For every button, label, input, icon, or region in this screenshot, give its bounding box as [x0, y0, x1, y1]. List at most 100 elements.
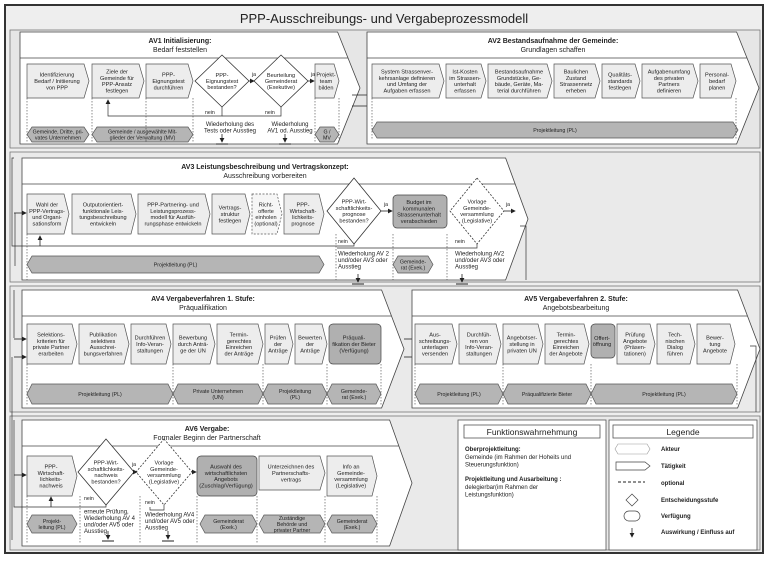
activity-label-line: Angebotser-: [507, 336, 538, 342]
actor-label-line: Projektleitung: [279, 389, 311, 395]
activity-node: [458, 323, 502, 365]
activity-label-line: Wirtschaft-: [290, 209, 317, 215]
edge-label-nein: nein: [84, 496, 94, 502]
activity-label-line: sationsform: [33, 222, 62, 228]
activity-label-line: Dialog: [667, 345, 683, 351]
activity-label-line: Partnerschafts-: [272, 471, 310, 477]
actor-label-line: Gemeinde / ausgewählte Mit-: [108, 130, 177, 136]
activity-label-line: (Verfügung): [339, 348, 368, 354]
no-loop-line: [107, 100, 223, 117]
activity-label-line: System Strassenver-: [381, 69, 433, 75]
activity-label-line: tung: [710, 342, 721, 348]
activity-label-line: Bedarf / Initiierung: [34, 79, 79, 85]
actor-label: G /MV: [323, 130, 331, 142]
actor-label: Projektleitung (PL): [78, 392, 122, 398]
activity-label-line: Prüfung: [625, 332, 645, 338]
functions-panel: FunktionswahrnehmungOberprojektleitung:G…: [457, 419, 607, 551]
no-loop-line: [149, 505, 165, 511]
activity-label-line: Angebots: [214, 477, 238, 483]
decision-label-line: schaftlichkeits-: [88, 467, 125, 473]
decision-label-line: versammlung: [460, 212, 494, 218]
legend-title-box: [612, 424, 754, 439]
decision-node: [135, 438, 193, 506]
diamond-icon: [625, 493, 639, 507]
activity-label-line: gerechtes: [227, 339, 252, 345]
decision-label-line: nachweis: [94, 473, 118, 479]
activity-node: [258, 455, 326, 491]
activity-label-line: modell für Ausfüh-: [150, 215, 195, 221]
activity-label-line: Richt-: [259, 202, 274, 208]
actor-label-line: Gemeinde, Dritte, pri-: [33, 130, 84, 136]
actor-label-line: Präqualifizierte Bieter: [522, 392, 573, 398]
activity-label: Auswahl deswirtschaftlichstenAngebots(Zu…: [199, 464, 253, 489]
decision-note-line: Wiederholung des: [206, 122, 254, 128]
activity-node: [26, 323, 78, 365]
activity-label: PPP-Wirtschaft-lichkeits-prognose: [290, 202, 317, 227]
legend-label: Entscheidungsstufe: [661, 498, 719, 504]
actor-label-line: rat (Exek.): [401, 266, 426, 272]
activity-label-line: Bewerten: [298, 336, 322, 342]
phase-av3: AV3 Leistungsbeschreibung und Vertragsko…: [11, 157, 529, 285]
decree-node: [328, 323, 382, 365]
legend-label: Auswirkung / Einfluss auf: [661, 530, 735, 536]
phase-subtitle: Ausschreibung vorbereiten: [223, 173, 306, 180]
actor-label-line: Projektleitung (PL): [533, 128, 577, 134]
activity-label-line: Identifizierung: [40, 73, 75, 79]
legend-panel: LegendeAkteurTätigkeitoptionalEntscheidu…: [608, 419, 758, 551]
actor-label: Gemeinderat(Exek.): [213, 519, 244, 531]
decision-label-line: PPP-Wirt-: [342, 200, 367, 206]
activity-label-line: standards: [608, 79, 633, 85]
activity-label-line: und Organi-: [32, 215, 62, 221]
phase-subtitle: Formaler Beginn der Partnerschaft: [153, 435, 260, 442]
rounded-rect-icon: [623, 510, 641, 522]
phase-exit-line: [520, 225, 527, 280]
actor-node: [258, 514, 326, 534]
actor-label-line: Projektleitung (PL): [154, 263, 198, 269]
activity-label-line: unterhalt: [454, 82, 476, 88]
activity-label-line: Leistungsprozess-: [150, 209, 196, 215]
phase-av6: AV6 Vergabe: Formaler Beginn der Partners…: [13, 419, 413, 547]
activity-label-line: bungsverfahren: [84, 352, 123, 358]
activity-label-line: erheben: [566, 89, 587, 95]
decision-note-line: Ausstieg: [84, 529, 107, 535]
phase-title: AV3 Leistungsbeschreibung und Vertragsko…: [181, 164, 349, 171]
activity-label-line: Vertrags-: [219, 206, 242, 212]
activity-label-line: Gemeinde-: [337, 471, 365, 477]
decision-note-line: Ausstieg: [338, 265, 361, 271]
decision-label-line: Gemeinderat: [265, 79, 298, 85]
actor-hexagon-icon: [614, 443, 651, 455]
phase-title: AV6 Vergabe:: [185, 426, 230, 433]
actor-label-line: (Exek.): [220, 525, 237, 531]
activity-label-line: unterlagen: [422, 345, 448, 351]
no-loop-line: [337, 244, 478, 249]
activity-label-line: Aufgaben erfassen: [384, 89, 431, 95]
activity-label-line: tationen): [624, 352, 646, 358]
activity-label-line: Aufgabenumfang: [648, 69, 691, 75]
actor-label-line: vates Unternehmen: [35, 136, 81, 142]
phase-av2: AV2 Bestandsaufnahme der Gemeinde:Grundl…: [366, 31, 760, 145]
phase-title: AV4 Vergabeverfahren 1. Stufe:: [151, 296, 255, 303]
actor-label-line: Gemeinderat: [337, 519, 368, 525]
activity-node: [502, 323, 544, 365]
activity-node: [314, 63, 340, 99]
activity-label-line: Strassennetz: [560, 82, 593, 88]
activity-label-line: Personal-: [705, 73, 729, 79]
decision-label-line: bestanden?: [339, 218, 368, 224]
activity-label-line: bedarf: [709, 79, 725, 85]
activity-node: [445, 63, 487, 99]
actor-label-line: Gemeinde-: [341, 389, 367, 395]
functions-section-text: Leistungsfunktion): [465, 493, 514, 499]
activity-label-line: Info an: [342, 464, 359, 470]
activity-label-line: einholen: [255, 215, 276, 221]
activity-label: Offert-öffnung: [593, 336, 612, 348]
actor-label-line: Projektleitung (PL): [642, 392, 686, 398]
decision-note-line: und/oder AV5 oder: [145, 519, 195, 525]
activity-label-line: Termin-: [557, 332, 576, 338]
activity-label-line: PPP-Vertrags-: [29, 209, 65, 215]
activity-label-line: Prüfen: [270, 336, 286, 342]
